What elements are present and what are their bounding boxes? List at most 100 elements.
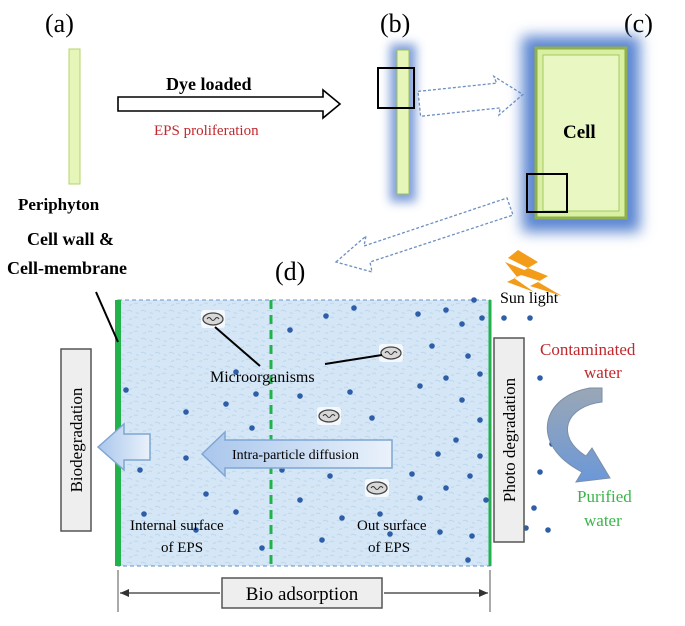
dye-molecule-dot bbox=[297, 393, 303, 399]
dye-molecule-dot bbox=[387, 531, 393, 537]
dye-molecule-dot bbox=[233, 369, 239, 375]
zoom-box-c bbox=[526, 173, 568, 213]
dye-molecule-dot bbox=[545, 527, 551, 533]
dye-molecule-dot bbox=[339, 515, 345, 521]
photo-degradation-label: Photo degradation bbox=[500, 377, 519, 502]
eps-region bbox=[117, 299, 491, 567]
dye-molecule-dot bbox=[465, 557, 471, 563]
dye-molecule-dot bbox=[527, 315, 533, 321]
dye-molecule-dot bbox=[483, 497, 489, 503]
dye-molecule-dot bbox=[531, 505, 537, 511]
dye-molecule-dot bbox=[141, 511, 147, 517]
dye-molecule-dot bbox=[193, 527, 199, 533]
dye-molecule-dot bbox=[233, 509, 239, 515]
out-surface-label-line1: Out surface bbox=[357, 518, 427, 534]
cell-wall-label-line2: Cell-membrane bbox=[7, 258, 127, 278]
microorganisms-label: Microorganisms bbox=[210, 369, 315, 386]
dye-molecule-dot bbox=[351, 305, 357, 311]
lightning-bolt-icon bbox=[508, 250, 562, 296]
dye-loaded-label: Dye loaded bbox=[166, 74, 252, 94]
dye-molecule-dot bbox=[369, 415, 375, 421]
dye-molecule-dot bbox=[409, 471, 415, 477]
water-flow-curve bbox=[546, 387, 611, 483]
dye-molecule-dot bbox=[297, 497, 303, 503]
bio-adsorption-label: Bio adsorption bbox=[246, 584, 359, 605]
dye-molecule-dot bbox=[479, 315, 485, 321]
internal-surface-label-line2: of EPS bbox=[161, 540, 203, 556]
dye-molecule-dot bbox=[259, 545, 265, 551]
dye-molecule-dot bbox=[323, 313, 329, 319]
dye-molecule-dot bbox=[137, 467, 143, 473]
microorganism-icon bbox=[201, 310, 225, 328]
contaminated-water-label-line2: water bbox=[584, 363, 622, 382]
microorganism-pointer bbox=[324, 354, 383, 365]
dye-molecule-dot bbox=[287, 327, 293, 333]
dye-molecule-dot bbox=[417, 495, 423, 501]
bracket-arrowhead-left bbox=[120, 589, 129, 597]
dye-molecule-dot bbox=[477, 371, 483, 377]
dye-loaded-arrow bbox=[117, 88, 342, 120]
out-surface-label-line2: of EPS bbox=[368, 540, 410, 556]
dye-molecule-dot bbox=[469, 533, 475, 539]
dye-molecule-dot bbox=[435, 451, 441, 457]
biodegradation-arrow bbox=[96, 422, 151, 472]
intra-particle-diffusion-arrow bbox=[200, 430, 393, 478]
dye-molecule-dot bbox=[501, 315, 507, 321]
microorganism-icon bbox=[317, 407, 341, 425]
bio-adsorption-box bbox=[221, 577, 383, 609]
dye-molecule-dot bbox=[443, 307, 449, 313]
dye-molecule-dot bbox=[453, 437, 459, 443]
periphyton-label: Periphyton bbox=[18, 195, 100, 214]
dye-molecule-dot bbox=[183, 409, 189, 415]
intra-particle-diffusion-label: Intra-particle diffusion bbox=[232, 448, 359, 463]
dye-molecule-dot bbox=[415, 311, 421, 317]
dye-molecule-dot bbox=[471, 297, 477, 303]
dye-molecule-dot bbox=[123, 387, 129, 393]
microorganism-icon bbox=[379, 344, 403, 362]
dye-molecule-dot bbox=[327, 473, 333, 479]
dye-molecule-dot bbox=[537, 469, 543, 475]
microorganism-icon bbox=[365, 479, 389, 497]
bracket-arrowhead-right bbox=[479, 589, 488, 597]
cell-wall-pointer bbox=[95, 291, 119, 343]
dye-molecule-dot bbox=[437, 529, 443, 535]
sun-light-label: Sun light bbox=[500, 290, 559, 307]
dye-molecule-dot bbox=[443, 375, 449, 381]
biodegradation-box bbox=[60, 348, 92, 532]
dye-molecule-dot bbox=[203, 491, 209, 497]
dye-molecule-dot bbox=[253, 391, 259, 397]
photo-degradation-box bbox=[493, 337, 525, 543]
dye-molecule-dot bbox=[537, 375, 543, 381]
dye-molecule-dot bbox=[443, 485, 449, 491]
panel-label-a: (a) bbox=[45, 9, 74, 38]
lightning-bolt-icon bbox=[505, 262, 534, 292]
dye-molecule-dot bbox=[417, 383, 423, 389]
internal-surface-label-line1: Internal surface bbox=[130, 518, 224, 534]
dye-molecule-dot bbox=[465, 353, 471, 359]
panel-label-b: (b) bbox=[380, 9, 410, 38]
cell-wall-label-line1: Cell wall & bbox=[27, 229, 114, 249]
purified-water-label-line2: water bbox=[584, 511, 622, 530]
dye-molecule-dot bbox=[459, 397, 465, 403]
dye-molecule-dot bbox=[467, 473, 473, 479]
eps-proliferation-label: EPS proliferation bbox=[154, 123, 259, 139]
dye-molecule-dot bbox=[459, 321, 465, 327]
dye-molecule-dot bbox=[477, 453, 483, 459]
dye-molecule-dot bbox=[477, 417, 483, 423]
dye-molecule-dot bbox=[183, 455, 189, 461]
contaminated-water-label-line1: Contaminated bbox=[540, 340, 636, 359]
zoom-arrow-c-to-d bbox=[334, 197, 514, 273]
panel-label-d: (d) bbox=[275, 257, 305, 286]
dye-molecule-dot bbox=[377, 511, 383, 517]
dye-molecule-dot bbox=[223, 401, 229, 407]
zoom-box-b bbox=[377, 67, 415, 109]
cell-inner bbox=[542, 54, 620, 212]
microorganism-pointer bbox=[214, 326, 261, 367]
dye-molecule-dot bbox=[347, 389, 353, 395]
loaded-strip bbox=[396, 49, 410, 195]
dye-molecule-dot bbox=[249, 425, 255, 431]
cell-label: Cell bbox=[563, 122, 596, 143]
dye-molecule-dot bbox=[429, 343, 435, 349]
purified-water-label-line1: Purified bbox=[577, 487, 632, 506]
